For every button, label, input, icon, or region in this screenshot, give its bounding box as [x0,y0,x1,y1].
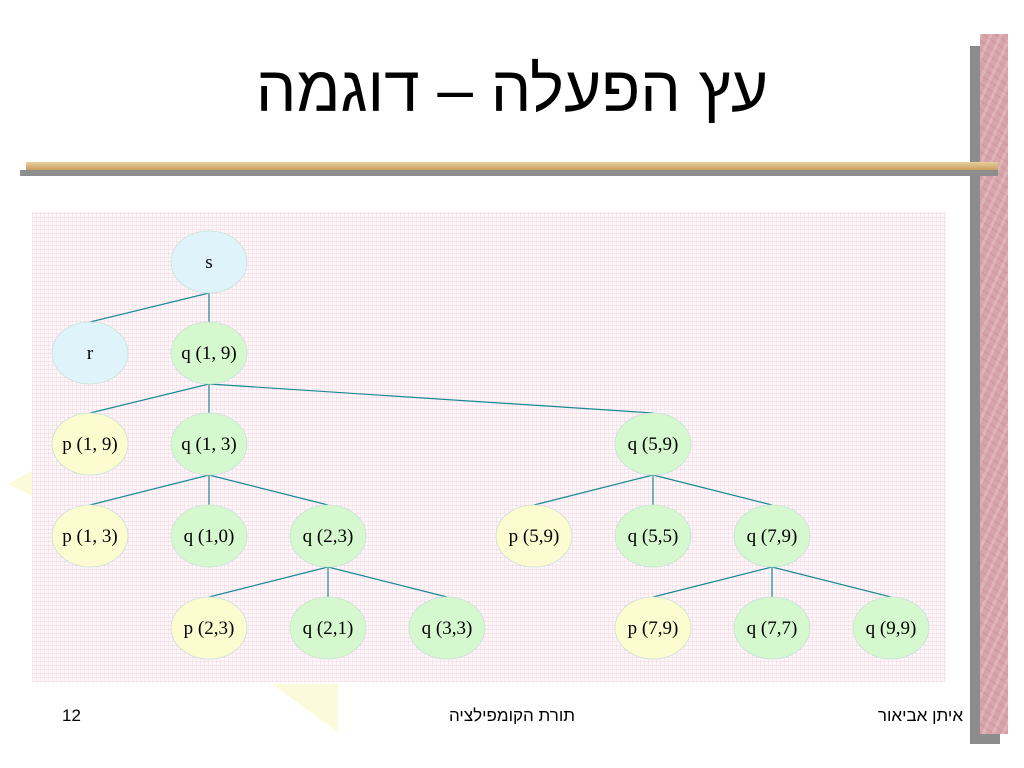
tree-node-shape [495,504,573,568]
tree-node-shape [51,321,129,385]
tree-node-shape [408,596,486,660]
tree-node-q21: q (2,1) [289,596,367,660]
tree-node-shape [170,596,248,660]
tree-node-label: p (1, 9) [62,434,117,455]
tree-node-p19: p (1, 9) [51,412,129,476]
tree-node-q13: q (1, 3) [170,412,248,476]
tree-edge-s-r [89,292,210,323]
tree-node-q55: q (5,5) [614,504,692,568]
tree-node-label: q (5,5) [628,526,679,547]
tree-node-label: q (1, 3) [181,434,236,455]
tree-node-label: p (7,9) [628,618,679,639]
tree-node-shape [51,504,129,568]
tree-edge-q13-q23 [208,474,329,506]
tree-nodes: s r q (1, 9) p (1, 9) q (1, 3) q (5,9) p (1, 3… [51,230,930,660]
tree-node-q77: q (7,7) [733,596,811,660]
footer-course: תורת הקומפילציה [448,706,575,725]
tree-node-p79: p (7,9) [614,596,692,660]
tree-node-label: r [87,343,94,364]
tree-node-s: s [170,230,248,294]
tree-edge-q23-p23 [208,566,329,598]
tree-node-shape [170,230,248,294]
tree-node-shape [289,596,367,660]
tree-node-r: r [51,321,129,385]
tree-edge-q59-p59 [533,474,654,506]
right-decor-bar [980,34,1008,734]
tree-edges [89,292,892,598]
tree-node-label: q (9,9) [866,618,917,639]
tree-node-shape [614,412,692,476]
tree-node-shape [614,504,692,568]
tree-node-p59: p (5,9) [495,504,573,568]
decor-triangle-bottom [272,684,338,732]
tree-node-shape [51,412,129,476]
title-rule [26,162,998,170]
slide-title: עץ הפעלה – דוגמה [255,53,769,125]
tree-node-label: p (5,9) [509,526,560,547]
tree-edge-q13-p13 [89,474,210,506]
tree-edge-q19-p19 [89,383,210,414]
tree-node-label: q (1, 9) [181,343,236,364]
tree-node-label: q (2,3) [303,526,354,547]
tree-node-label: p (1, 3) [62,526,117,547]
tree-node-p13: p (1, 3) [51,504,129,568]
tree-edge-q23-q33 [327,566,448,598]
tree-node-label: p (2,3) [184,618,235,639]
tree-node-shape [170,412,248,476]
tree-node-shape [170,321,248,385]
tree-node-shape [289,504,367,568]
tree-edge-q19-q59 [208,383,654,414]
tree-node-shape [733,504,811,568]
tree-node-q10: q (1,0) [170,504,248,568]
tree-node-label: q (1,0) [184,526,235,547]
tree-node-label: s [205,252,212,273]
page-number: 12 [62,706,81,725]
tree-node-q33: q (3,3) [408,596,486,660]
tree-node-label: q (7,7) [747,618,798,639]
tree-edge-q79-q99 [771,566,892,598]
tree-node-shape [170,504,248,568]
tree-node-q23: q (2,3) [289,504,367,568]
tree-edge-q79-p79 [652,566,773,598]
tree-node-shape [614,596,692,660]
tree-node-label: q (7,9) [747,526,798,547]
tree-node-shape [733,596,811,660]
tree-node-label: q (3,3) [422,618,473,639]
footer-author: איתן אביאור [877,706,963,725]
tree-edge-q59-q79 [652,474,773,506]
tree-node-q59: q (5,9) [614,412,692,476]
tree-node-label: q (5,9) [628,434,679,455]
title-rule-shadow [20,170,998,176]
tree-node-q19: q (1, 9) [170,321,248,385]
tree-node-label: q (2,1) [303,618,354,639]
tree-node-q79: q (7,9) [733,504,811,568]
tree-node-shape [852,596,930,660]
tree-node-p23: p (2,3) [170,596,248,660]
tree-node-q99: q (9,9) [852,596,930,660]
